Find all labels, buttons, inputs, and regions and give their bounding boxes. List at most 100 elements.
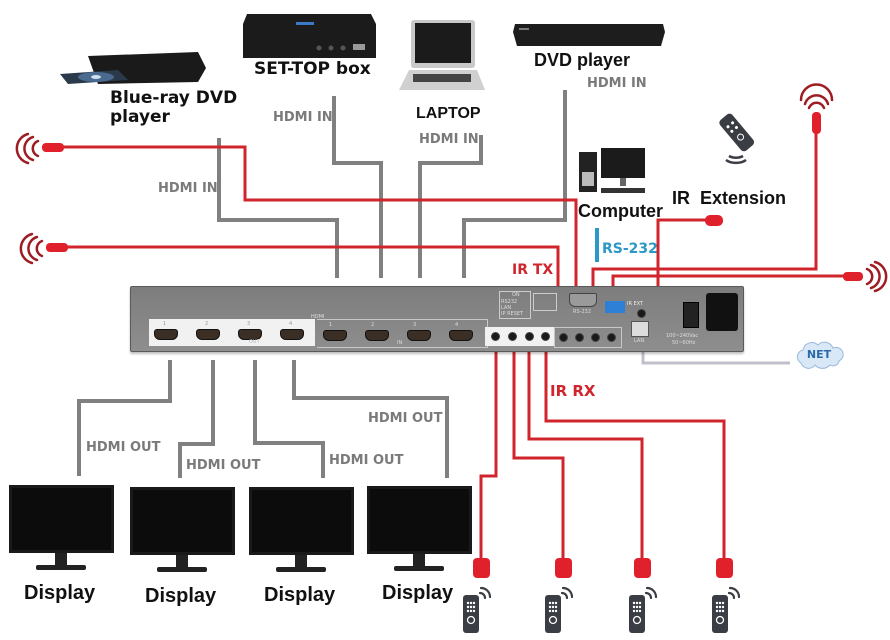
- hdmi-in-wire-4: [462, 90, 567, 278]
- ir-wire-top-right: [591, 125, 818, 286]
- ir-rx-wire-2: [512, 350, 565, 562]
- out-label: OUT: [249, 339, 260, 345]
- dvd-player-image: [513, 22, 665, 50]
- hdmi-out-port-1[interactable]: [154, 329, 178, 340]
- ir-tx-panel: [554, 327, 622, 348]
- hdmi-out-port-2[interactable]: [196, 329, 220, 340]
- dip-switch-legend: [533, 293, 557, 311]
- remote-control-icon: [627, 584, 659, 640]
- ir-tx-jack-3[interactable]: [591, 333, 600, 342]
- hdmi-out-port-4[interactable]: [280, 329, 304, 340]
- power-rating-label: 100~240Vac: [666, 333, 699, 339]
- bluray-label-line2: player: [110, 107, 170, 127]
- display-label-3: Display: [264, 584, 336, 606]
- ir-rx-jack-2[interactable]: [508, 332, 517, 341]
- ir-extension-label: IR Extension: [672, 188, 787, 208]
- settop-box-image: [241, 10, 378, 60]
- remote-control-icon: [715, 112, 761, 167]
- ir-rx-receiver-2: [555, 558, 572, 578]
- rs232-port-label: RS-232: [573, 309, 591, 315]
- hdmi-in-port-3[interactable]: [407, 330, 431, 341]
- ir-rx-label: IR RX: [550, 382, 596, 400]
- in-port-number: 2: [371, 322, 375, 328]
- display-monitor-4: [367, 486, 473, 578]
- ir-ext-jack[interactable]: [637, 309, 646, 318]
- ir-rx-receiver-3: [634, 558, 651, 578]
- hdmi-out-wire-1: [77, 360, 172, 476]
- ir-rx-wire-3: [527, 350, 644, 562]
- ir-rx-jack-1[interactable]: [491, 332, 500, 341]
- ir-ext-port-label: IR EXT: [627, 301, 644, 307]
- signal-waves-icon: [15, 132, 40, 165]
- bluray-player-image: [58, 48, 208, 88]
- monitor-icon: [9, 485, 114, 570]
- remote-control-icon: [710, 584, 742, 640]
- ir-rx-wire-1: [479, 350, 498, 562]
- ir-emitter-right: [843, 272, 863, 281]
- display-monitor-2: [130, 487, 236, 579]
- ir-rx-panel: [485, 327, 554, 346]
- remote-control-icon: [543, 584, 575, 640]
- out-port-number: 3: [247, 321, 251, 327]
- cloud-icon: [796, 341, 844, 369]
- signal-waves-icon: [799, 83, 834, 110]
- signal-waves-icon: [865, 260, 888, 293]
- hdmi-in-label-1: HDMI IN: [158, 181, 218, 196]
- hdmi-out-port-3[interactable]: [238, 329, 262, 340]
- ir-rx-jack-3[interactable]: [525, 332, 534, 341]
- hdmi-in-label-2: HDMI IN: [273, 110, 333, 125]
- hdmi-in-label-3: HDMI IN: [419, 132, 479, 147]
- ir-emitter-top-right: [812, 112, 821, 134]
- power-switch[interactable]: [683, 302, 699, 328]
- ir-rx-jack-4[interactable]: [541, 332, 550, 341]
- display-monitor-1: [9, 485, 115, 577]
- monitor-icon: [130, 487, 235, 572]
- out-port-number: 4: [289, 321, 293, 327]
- dip-row: RS232: [501, 299, 518, 305]
- hdmi-in-port-1[interactable]: [323, 330, 347, 341]
- ir-emitter-left-1: [42, 143, 64, 152]
- dip-row: IP RESET: [501, 311, 524, 317]
- hdmi-label: HDMI: [311, 314, 325, 320]
- display-label-2: Display: [145, 585, 217, 607]
- ir-tx-wire-2: [66, 245, 560, 286]
- hdmi-out-wire-2: [178, 360, 215, 478]
- dip-switch-table: ON RS232 LAN IP RESET: [499, 291, 531, 319]
- hdmi-out-wire-4: [292, 360, 449, 478]
- out-port-number: 2: [205, 321, 209, 327]
- ir-rx-wire-4: [544, 350, 726, 562]
- hdmi-matrix-switcher: 1 2 3 4 OUT HDMI 1 2 3 4 IN ON RS232 LAN: [130, 286, 744, 352]
- ir-tx-label: IR TX: [512, 262, 554, 278]
- lan-port[interactable]: [631, 321, 649, 337]
- hdmi-in-port-2[interactable]: [365, 330, 389, 341]
- hdmi-in-port-4[interactable]: [449, 330, 473, 341]
- ir-tx-jack-2[interactable]: [575, 333, 584, 342]
- hdmi-out-label-4: HDMI OUT: [368, 411, 443, 426]
- lan-label: LAN: [634, 338, 645, 344]
- ir-rx-receiver-1: [473, 558, 490, 578]
- hdmi-in-wire-2: [332, 96, 383, 278]
- display-monitor-3: [249, 487, 355, 579]
- hdmi-out-panel: 1 2 3 4 OUT: [149, 319, 315, 346]
- display-label-4: Display: [382, 582, 454, 604]
- ir-wire-right: [611, 274, 850, 286]
- hdmi-in-wire-3: [418, 135, 483, 278]
- laptop-label: LAPTOP: [416, 105, 481, 122]
- in-port-number: 3: [413, 322, 417, 328]
- signal-waves-icon: [19, 232, 44, 265]
- ir-tx-jack-1[interactable]: [559, 333, 568, 342]
- ir-tx-jack-4[interactable]: [607, 333, 616, 342]
- display-label-1: Display: [24, 582, 96, 604]
- rs232-port[interactable]: [569, 293, 597, 307]
- ir-emitter-left-2: [46, 243, 68, 252]
- dip-switch[interactable]: [605, 301, 625, 313]
- ir-ext-wire: [656, 218, 712, 286]
- in-port-number: 1: [329, 322, 333, 328]
- laptop-image: [397, 18, 485, 91]
- hdmi-out-wire-3: [253, 360, 325, 478]
- monitor-icon: [367, 486, 472, 571]
- power-inlet[interactable]: [706, 293, 738, 331]
- ir-ext-receiver: [705, 215, 723, 226]
- hdmi-in-panel: 1 2 3 4 IN: [317, 319, 488, 348]
